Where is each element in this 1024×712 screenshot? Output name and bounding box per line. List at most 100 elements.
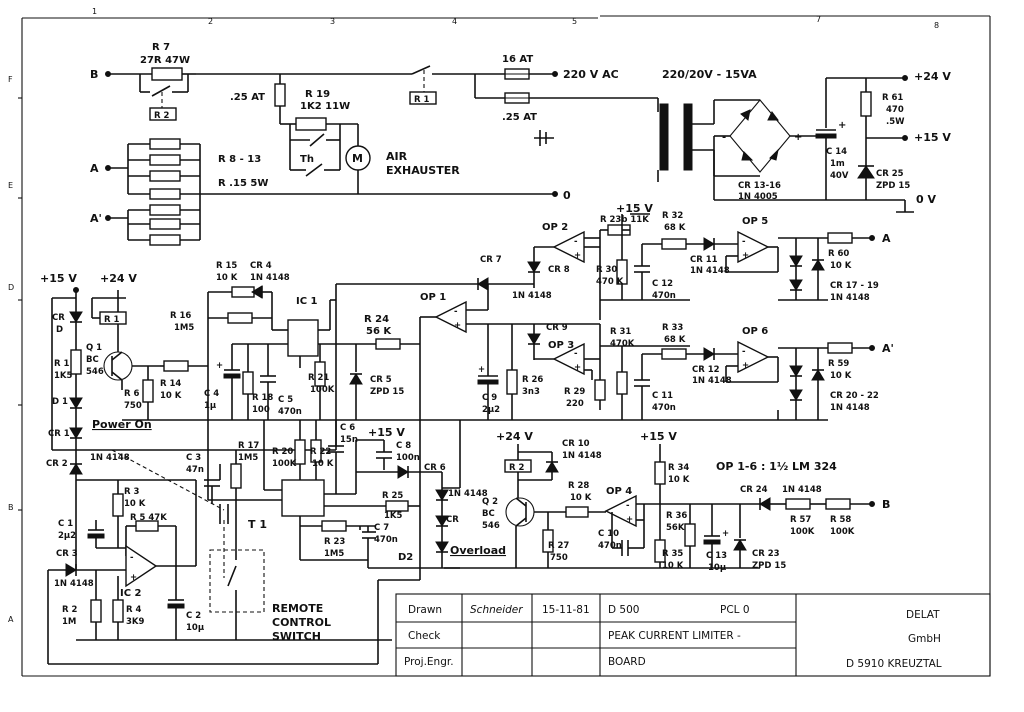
label-r36-value: 56K [666, 523, 685, 533]
svg-text:+: + [742, 251, 749, 261]
border-num-2: 2 [208, 17, 213, 26]
relay-r1-coil-top [409, 91, 437, 105]
label-r28-value: 10 K [570, 493, 592, 503]
label-r6-value: 750 [124, 401, 142, 411]
label-cr1: CR 1 [48, 429, 70, 439]
label-r5: R 5 47K [130, 513, 167, 523]
label-cr25-value: ZPD 15 [876, 181, 910, 191]
border-num-8: 8 [934, 21, 939, 30]
terminal-15v-mid: +15 V [616, 202, 653, 215]
label-c14-voltage: 40V [830, 171, 849, 181]
label-r27-value: 750 [550, 553, 568, 563]
title-company-address: D 5910 KREUZTAL [846, 658, 942, 670]
label-r18-value: 100 [252, 405, 270, 415]
diode-cr22 [811, 369, 825, 381]
label-c4-plus: + [216, 361, 223, 371]
svg-text:-: - [742, 237, 746, 247]
resistor-r20 [294, 439, 306, 465]
label-r61-power: .5W [886, 117, 905, 127]
diode-cr9 [527, 333, 541, 345]
ic1-lower [281, 479, 325, 517]
label-op4: OP 4 [606, 486, 632, 497]
border-letter-e: E [8, 181, 13, 190]
label-crd-d: D [56, 325, 63, 335]
label-r4-value: 3K9 [126, 617, 145, 627]
label-cr13-16: CR 13-16 [738, 181, 781, 191]
diode-cr21 [789, 389, 803, 401]
label-c2-value: 10µ [186, 623, 204, 633]
label-op5: OP 5 [742, 216, 768, 227]
label-cr7-value: 1N 4148 [512, 291, 552, 301]
resistor-r30 [616, 259, 628, 285]
label-r60-value: 10 K [830, 261, 852, 271]
resistor-r59 [827, 342, 853, 354]
label-c6-value: 15n [340, 435, 358, 445]
label-c14-plus: + [838, 120, 846, 131]
terminal-zero-mid: 0 [563, 189, 571, 202]
svg-text:+: + [626, 515, 633, 525]
diode-cr2 [69, 463, 83, 475]
label-air: AIR [386, 150, 408, 163]
label-c4: C 4 [204, 389, 219, 399]
label-r19: R 19 [305, 89, 330, 100]
border-num-1: 1 [92, 7, 97, 16]
capacitor-c4 [223, 373, 241, 379]
label-r60: R 60 [828, 249, 849, 259]
terminal-b-right: B [882, 498, 890, 511]
resistor-r2 [90, 599, 102, 623]
label-cr5-value: ZPD 15 [370, 387, 404, 397]
label-r26-value: 3n3 [522, 387, 540, 397]
label-r33-value: 68 K [664, 335, 686, 345]
resistor-r3 [112, 493, 124, 517]
border-num-3: 3 [330, 17, 335, 26]
label-r18: R 18 [252, 393, 273, 403]
label-c12: C 12 [652, 279, 673, 289]
label-r20: R 20 [272, 447, 293, 457]
label-r7: R 7 [152, 42, 170, 53]
ic1-lower-section: C 3 47n R 17 1M5 R 20 100K R 22 10 K C 6… [186, 420, 506, 569]
label-r15: R 15 [216, 261, 237, 271]
label-crd: CR [52, 313, 65, 323]
label-r58: R 58 [830, 515, 851, 525]
title-line-2: BOARD [608, 656, 646, 668]
border-letter-d: D [8, 283, 14, 292]
border-num-4: 4 [452, 17, 457, 26]
svg-text:+: + [454, 321, 461, 331]
label-c9-value: 2µ2 [482, 405, 500, 415]
label-r14-value: 10 K [160, 391, 182, 401]
label-c13-plus: + [722, 529, 729, 539]
label-r22: R 22 [310, 447, 331, 457]
label-r25-value: 1K5 [384, 511, 403, 521]
resistor-r31 [616, 371, 628, 395]
label-r57-value: 100K [790, 527, 815, 537]
label-cr10-value: 1N 4148 [562, 451, 602, 461]
label-cr8: CR 8 [548, 265, 570, 275]
label-r27: R 27 [548, 541, 569, 551]
control-section: +15 V +24 V CR D R 1 1K5 D 1 CR 1 CR 2 1… [40, 261, 420, 500]
terminal-15v-ic: +15 V [368, 426, 405, 439]
label-r24-value: 56 K [366, 326, 392, 337]
terminal-15v-left: +15 V [40, 272, 77, 285]
label-c3: C 3 [186, 453, 201, 463]
label-r23-value: 1M5 [324, 549, 344, 559]
label-cr6-value: 1N 4148 [448, 489, 488, 499]
title-block: Drawn Schneider 15-11-81 Check Proj.Engr… [395, 593, 991, 677]
resistor-r6 [163, 360, 189, 372]
label-r6: R 6 [124, 389, 140, 399]
label-r3-value: 10 K [124, 499, 146, 509]
capacitor-c9 [477, 379, 499, 385]
terminal-a-left: A [90, 162, 99, 175]
label-q1-type: BC [86, 355, 99, 365]
label-r2-value: 1M [62, 617, 76, 627]
label-remote: REMOTE [272, 602, 323, 615]
label-cr4-value: 1N 4148 [250, 273, 290, 283]
resistor-r19 [295, 117, 327, 131]
label-c8-value: 100n [396, 453, 420, 463]
label-c14-value: 1m [830, 159, 845, 169]
opamp-op4 [604, 494, 637, 528]
label-r16-value: 1M5 [174, 323, 194, 333]
label-overload: Overload [450, 544, 506, 557]
label-r1: R 1 [54, 359, 70, 369]
label-op3: OP 3 [548, 340, 574, 351]
label-r59-value: 10 K [830, 371, 852, 381]
